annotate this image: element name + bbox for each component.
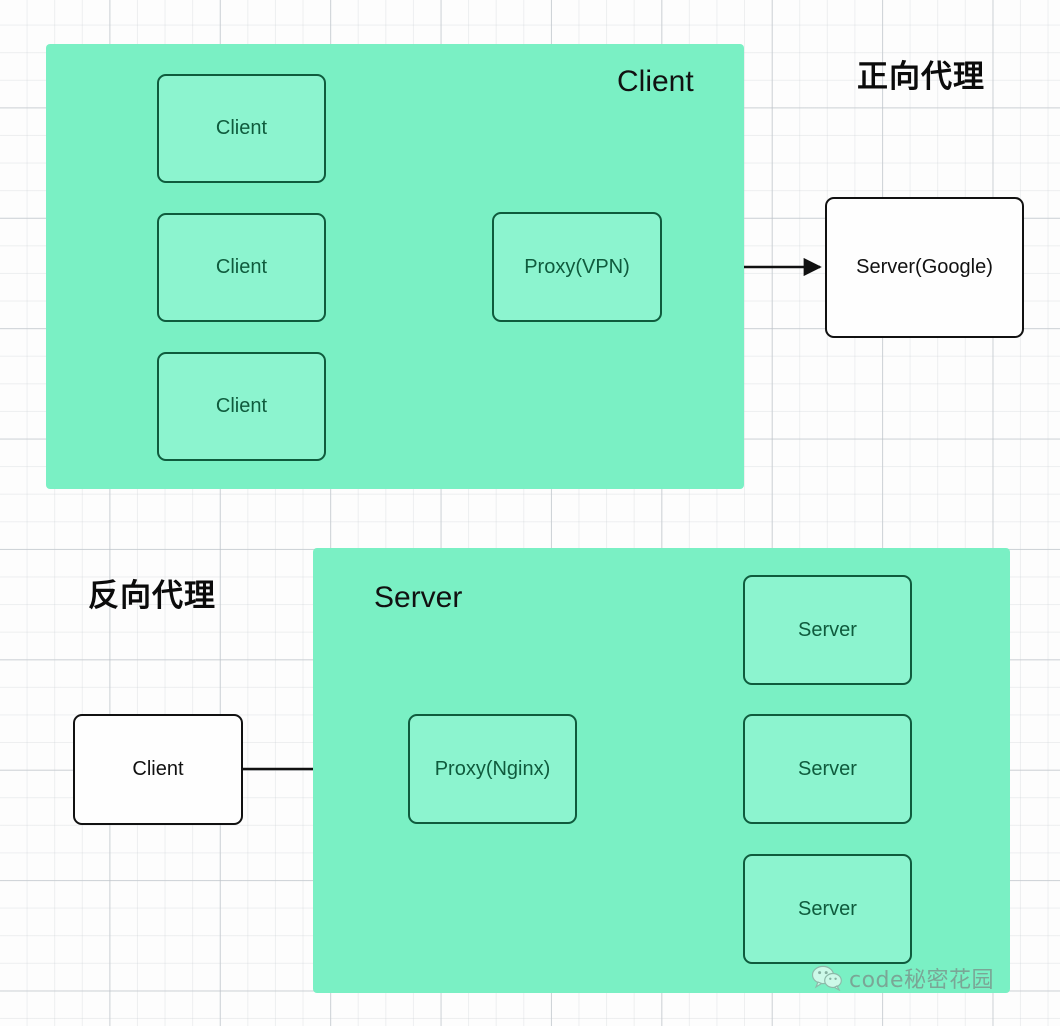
forward-proxy-title: 正向代理 [857, 59, 985, 95]
node-client-1[interactable]: Client [157, 74, 326, 183]
node-client-2-label: Client [215, 256, 268, 278]
wechat-icon [812, 965, 842, 991]
node-server-google-label: Server(Google) [856, 256, 993, 278]
node-server-3[interactable]: Server [743, 854, 912, 964]
node-server-google[interactable]: Server(Google) [825, 197, 1024, 338]
node-server-3-label: Server [798, 897, 857, 920]
node-client-3-label: Client [215, 395, 268, 417]
node-proxy-nginx-label: Proxy(Nginx) [434, 757, 551, 780]
node-server-2[interactable]: Server [743, 714, 912, 824]
watermark: code秘密花园 [812, 962, 994, 994]
client-group-title: Client [617, 65, 694, 98]
node-client-1-label: Client [215, 117, 268, 139]
node-client-3[interactable]: Client [157, 352, 326, 461]
node-client-reverse-label: Client [132, 758, 184, 780]
node-server-1[interactable]: Server [743, 575, 912, 685]
node-proxy-vpn-label: Proxy(VPN) [524, 255, 630, 278]
server-group-title: Server [374, 581, 463, 614]
node-client-2[interactable]: Client [157, 213, 326, 322]
node-proxy-vpn[interactable]: Proxy(VPN) [492, 212, 662, 322]
reverse-proxy-title: 反向代理 [88, 578, 216, 614]
node-proxy-nginx[interactable]: Proxy(Nginx) [408, 714, 577, 824]
node-server-1-label: Server [798, 618, 857, 641]
node-server-2-label: Server [798, 757, 857, 780]
node-client-reverse[interactable]: Client [73, 714, 243, 825]
watermark-text: code秘密花园 [849, 968, 995, 993]
